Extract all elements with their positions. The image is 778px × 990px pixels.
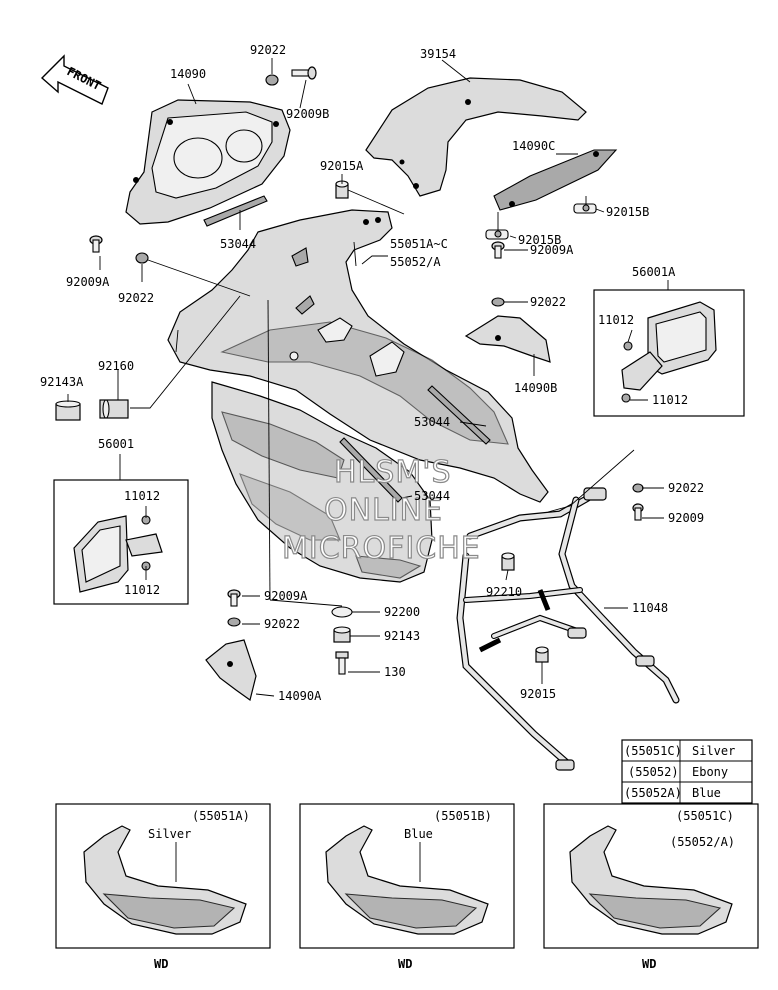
mirror-56001a [621,301,717,403]
variant-box-1: (55051A) Silver WD [55,803,271,971]
label-53044-low: 53044 [414,489,450,503]
label-92015b-right: 92015B [606,205,649,219]
bracket-14090b [464,315,551,363]
bolt-92015 [535,646,549,663]
mirror-56001 [73,515,163,593]
label-14090b: 14090B [514,381,557,395]
variant-box-2: (55051B) Blue WD [299,803,515,971]
color-table-code-1: (55051C) [624,744,682,758]
mirror-56001a-box [593,289,745,417]
watermark-line-3: MICROFICHE [282,531,481,566]
variant-3-foot: WD [642,957,656,971]
screw-92009b [291,66,317,80]
label-56001: 56001 [98,437,134,451]
meter-cover-14090 [125,99,291,225]
label-11012-a: 11012 [598,313,634,327]
part-labels: 14090 92022 92009B 39154 92015A 53044 92… [40,43,704,703]
label-92022-right: 92022 [530,295,566,309]
label-92143: 92143 [384,629,420,643]
label-92022-lower: 92022 [264,617,300,631]
label-92015: 92015 [520,687,556,701]
clip-92015b-right [573,203,597,214]
label-92160: 92160 [98,359,134,373]
washer-92022-frame [632,483,644,493]
label-56001a: 56001A [632,265,676,279]
collar-92143 [333,626,351,643]
label-11012-c: 11012 [124,489,160,503]
label-92022-frame: 92022 [668,481,704,495]
label-14090c: 14090C [512,139,555,153]
label-39154: 39154 [420,47,456,61]
label-92009a-left: 92009A [66,275,110,289]
upper-fairing-55051 [167,209,549,503]
variant-3-code: (55051C) [676,809,734,823]
variant-2-color: Blue [404,827,433,841]
screw-92009a-right [491,241,505,259]
label-92210: 92210 [486,585,522,599]
watermark-line-2: ONLINE [324,493,443,528]
label-92015a: 92015A [320,159,364,173]
nut-92210 [501,552,515,571]
color-table-color-3: Blue [692,786,721,800]
washer-92022-top [265,74,279,86]
label-11048: 11048 [632,601,668,615]
label-92022-left: 92022 [118,291,154,305]
washer-92022-left [135,252,149,264]
color-table-color-2: Ebony [692,765,728,779]
label-92200: 92200 [384,605,420,619]
label-92143a: 92143A [40,375,84,389]
label-92015b-left: 92015B [518,233,561,247]
mirror-56001-box [53,479,189,605]
variant-box-3: (55051C) (55052/A) WD [543,803,759,971]
color-table: (55051C) Silver (55052) Ebony (55052A) B… [621,739,753,804]
spacer-92143a [55,400,81,421]
bracket-14090c [493,149,618,211]
variant-1-code: (55051A) [192,809,250,823]
color-table-code-3: (55052A) [624,786,682,800]
frame-11048 [456,487,680,771]
variant-1-color: Silver [148,827,191,841]
watermark-line-1: HLSM'S [334,455,452,490]
strip-53044-mid [427,385,491,445]
lower-fairing [211,381,433,583]
label-92009a-lower: 92009A [264,589,308,603]
inner-cover-39154 [365,77,587,197]
spacer-92160 [99,399,129,419]
washer-92022-right [491,297,505,307]
label-55052: 55052/A [390,255,441,269]
bracket-14090a [205,639,257,702]
label-14090a: 14090A [278,689,322,703]
color-table-color-1: Silver [692,744,735,758]
screw-92009-frame [632,503,644,521]
label-55051: 55051A~C [390,237,448,251]
label-92009-frame: 92009 [668,511,704,525]
washer-92022-lower [227,617,241,627]
strip-53044-low [339,437,403,503]
screw-92009a-left [89,235,103,253]
screw-92009a-lower [227,589,241,607]
bolt-130 [335,651,349,675]
variant-2-foot: WD [398,957,412,971]
clip-92015b-left [485,229,509,240]
label-130: 130 [384,665,406,679]
label-11012-d: 11012 [124,583,160,597]
watermark: HLSM'S ONLINE MICROFICHE [281,454,481,566]
leader-lines [67,58,669,697]
label-92009b: 92009B [286,107,329,121]
label-92022-top: 92022 [250,43,286,57]
front-arrow-icon: FRONT [40,54,109,105]
variant-2-code: (55051B) [434,809,492,823]
label-92009a-right: 92009A [530,243,574,257]
strip-53044-top [203,195,268,227]
label-14090: 14090 [170,67,206,81]
label-53044-top: 53044 [220,237,256,251]
color-table-code-2: (55052) [628,765,679,779]
variant-1-foot: WD [154,957,168,971]
label-53044-mid: 53044 [414,415,450,429]
variant-3-code2: (55052/A) [670,835,735,849]
washer-92200 [331,606,353,618]
label-11012-b: 11012 [652,393,688,407]
